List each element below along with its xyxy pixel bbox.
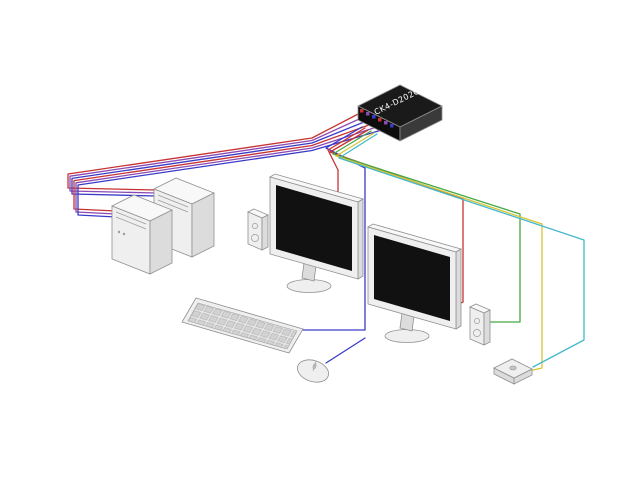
monitor-side <box>357 198 364 280</box>
keyboard-cable <box>302 126 366 331</box>
speaker-driver <box>473 329 481 337</box>
pc-cable <box>71 117 375 197</box>
monitor-base <box>384 329 430 343</box>
drive-bay-line <box>157 194 189 208</box>
speaker-front-face <box>469 306 485 346</box>
pc-cable <box>67 111 363 191</box>
mouse-wheel <box>312 363 317 370</box>
port-connector <box>366 112 370 116</box>
monitor-base <box>286 279 332 293</box>
speaker-side-face <box>483 309 491 346</box>
speaker-right <box>469 303 491 346</box>
pc-cable <box>73 120 381 212</box>
kvm-switch-ports <box>360 109 394 128</box>
port-connector <box>384 121 388 125</box>
mouse <box>297 359 329 383</box>
keyboard-keys <box>187 302 298 350</box>
speaker-driver <box>251 234 259 242</box>
keyboard <box>181 297 304 354</box>
kvm-switch-side-face <box>399 105 443 142</box>
tower-side-face <box>191 192 215 258</box>
speaker-left <box>247 208 269 251</box>
port-connector <box>390 124 394 128</box>
pc-cable <box>69 114 369 194</box>
drive-bay-line <box>115 216 147 230</box>
port-connector <box>378 118 382 122</box>
drive-bay-line <box>115 211 147 225</box>
speaker-side-face <box>261 214 269 251</box>
power-led <box>122 232 126 236</box>
pc-tower-left <box>111 194 173 275</box>
port-connector <box>360 109 364 113</box>
monitor-screen <box>374 235 450 321</box>
pc-cable <box>77 126 393 218</box>
pc-cable <box>75 123 387 215</box>
monitor-side <box>455 248 462 330</box>
mouse-cable <box>325 337 366 364</box>
drive-bay-line <box>157 199 189 213</box>
speaker-front-face <box>247 211 263 251</box>
remote-control <box>493 358 533 385</box>
monitor-left <box>269 173 364 293</box>
remote-cable-cyan <box>338 133 585 368</box>
remote-cable-yellow <box>335 132 543 372</box>
power-led <box>117 230 121 234</box>
remote-button <box>509 365 517 371</box>
pc-cable-bundle <box>67 111 393 218</box>
speaker-driver <box>252 223 258 229</box>
monitor-screen <box>276 185 352 271</box>
port-connector <box>372 115 376 119</box>
speaker-driver <box>474 318 480 324</box>
monitor-right <box>367 223 462 343</box>
monitor-left-cable <box>327 127 366 199</box>
tower-side-face <box>149 209 173 275</box>
speaker-cable <box>332 130 521 323</box>
drive-bay-lines <box>115 211 147 236</box>
